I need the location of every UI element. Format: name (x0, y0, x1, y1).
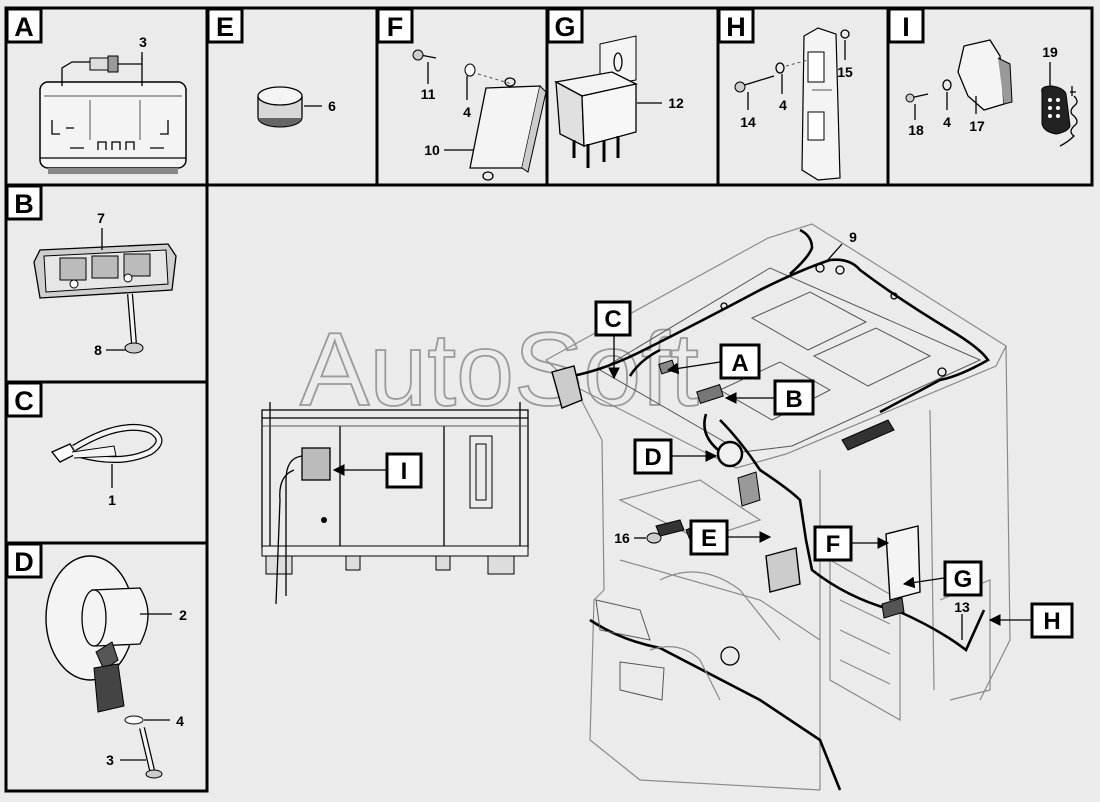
callout-A[interactable]: A (666, 343, 761, 380)
part-number-17: 17 (969, 118, 985, 134)
callout-C[interactable]: C (594, 300, 632, 380)
panel-H-label-box: H (717, 7, 755, 44)
relay-drawing (554, 35, 638, 168)
interior-lamp-drawing (39, 55, 187, 174)
part-number-2: 2 (179, 607, 187, 623)
callout-F[interactable]: F (813, 525, 890, 562)
svg-text:B: B (14, 189, 34, 219)
part-number-9: 9 (849, 229, 857, 245)
part-number-16: 16 (614, 530, 630, 546)
part-number-19: 19 (1042, 44, 1058, 60)
callout-D[interactable]: D (633, 438, 718, 475)
svg-text:F: F (387, 12, 404, 42)
grommet-drawing (257, 86, 303, 128)
part-number-11: 11 (421, 86, 436, 102)
bracket-drawing (734, 27, 850, 181)
callout-E[interactable]: E (689, 519, 772, 556)
panel-B-label-box: B (5, 184, 43, 221)
leader-line (825, 243, 843, 263)
part-number-4: 4 (779, 97, 787, 113)
part-number-3: 3 (106, 752, 114, 768)
svg-text:B: B (785, 386, 802, 413)
control-module-drawing (412, 49, 547, 181)
callout-B[interactable]: B (724, 379, 815, 416)
part-number-7: 7 (97, 210, 105, 226)
panel-E-label-box: E (206, 7, 244, 44)
part-number-4: 4 (943, 114, 951, 130)
svg-text:A: A (14, 12, 34, 42)
part-number-3: 3 (139, 34, 147, 50)
svg-text:F: F (826, 531, 841, 558)
svg-text:H: H (726, 12, 746, 42)
dome-light-drawing (33, 243, 177, 354)
part-number-14: 14 (740, 114, 756, 130)
svg-text:G: G (554, 12, 575, 42)
svg-text:D: D (644, 444, 661, 471)
part-number-13: 13 (954, 599, 970, 615)
part-number-8: 8 (94, 342, 102, 358)
work-lamp-drawing (45, 555, 163, 779)
cab-view (544, 223, 1011, 791)
panel-D-label-box: D (5, 542, 43, 579)
panel-F-label-box: F (376, 7, 414, 44)
part-number-4: 4 (176, 713, 184, 729)
rear-frame-view (261, 402, 529, 605)
part-number-4: 4 (463, 104, 471, 120)
handset-microphone-drawing (1041, 85, 1078, 147)
panel-G-label-box: G (546, 7, 584, 44)
cable-tie-drawing (50, 423, 163, 464)
svg-text:I: I (401, 458, 408, 485)
panel-C-label-box: C (5, 381, 43, 418)
radio-unit-drawing (905, 39, 1013, 111)
svg-text:G: G (954, 566, 973, 593)
part-number-6: 6 (328, 98, 336, 114)
svg-text:E: E (216, 12, 234, 42)
svg-text:A: A (731, 350, 748, 377)
part-number-10: 10 (424, 142, 440, 158)
callout-H[interactable]: H (988, 602, 1074, 639)
part-number-18: 18 (908, 122, 924, 138)
callout-G[interactable]: G (902, 560, 983, 597)
svg-text:I: I (902, 12, 910, 42)
part-number-12: 12 (668, 95, 684, 111)
svg-text:H: H (1043, 608, 1060, 635)
part-number-1: 1 (108, 492, 116, 508)
panel-I-label-box: I (887, 7, 925, 44)
callout-I[interactable]: I (332, 452, 423, 489)
part-number-15: 15 (837, 64, 853, 80)
svg-text:E: E (701, 525, 717, 552)
svg-text:D: D (14, 547, 34, 577)
panel-A-label-box: A (5, 7, 43, 44)
svg-text:C: C (14, 386, 34, 416)
svg-text:C: C (604, 306, 621, 333)
